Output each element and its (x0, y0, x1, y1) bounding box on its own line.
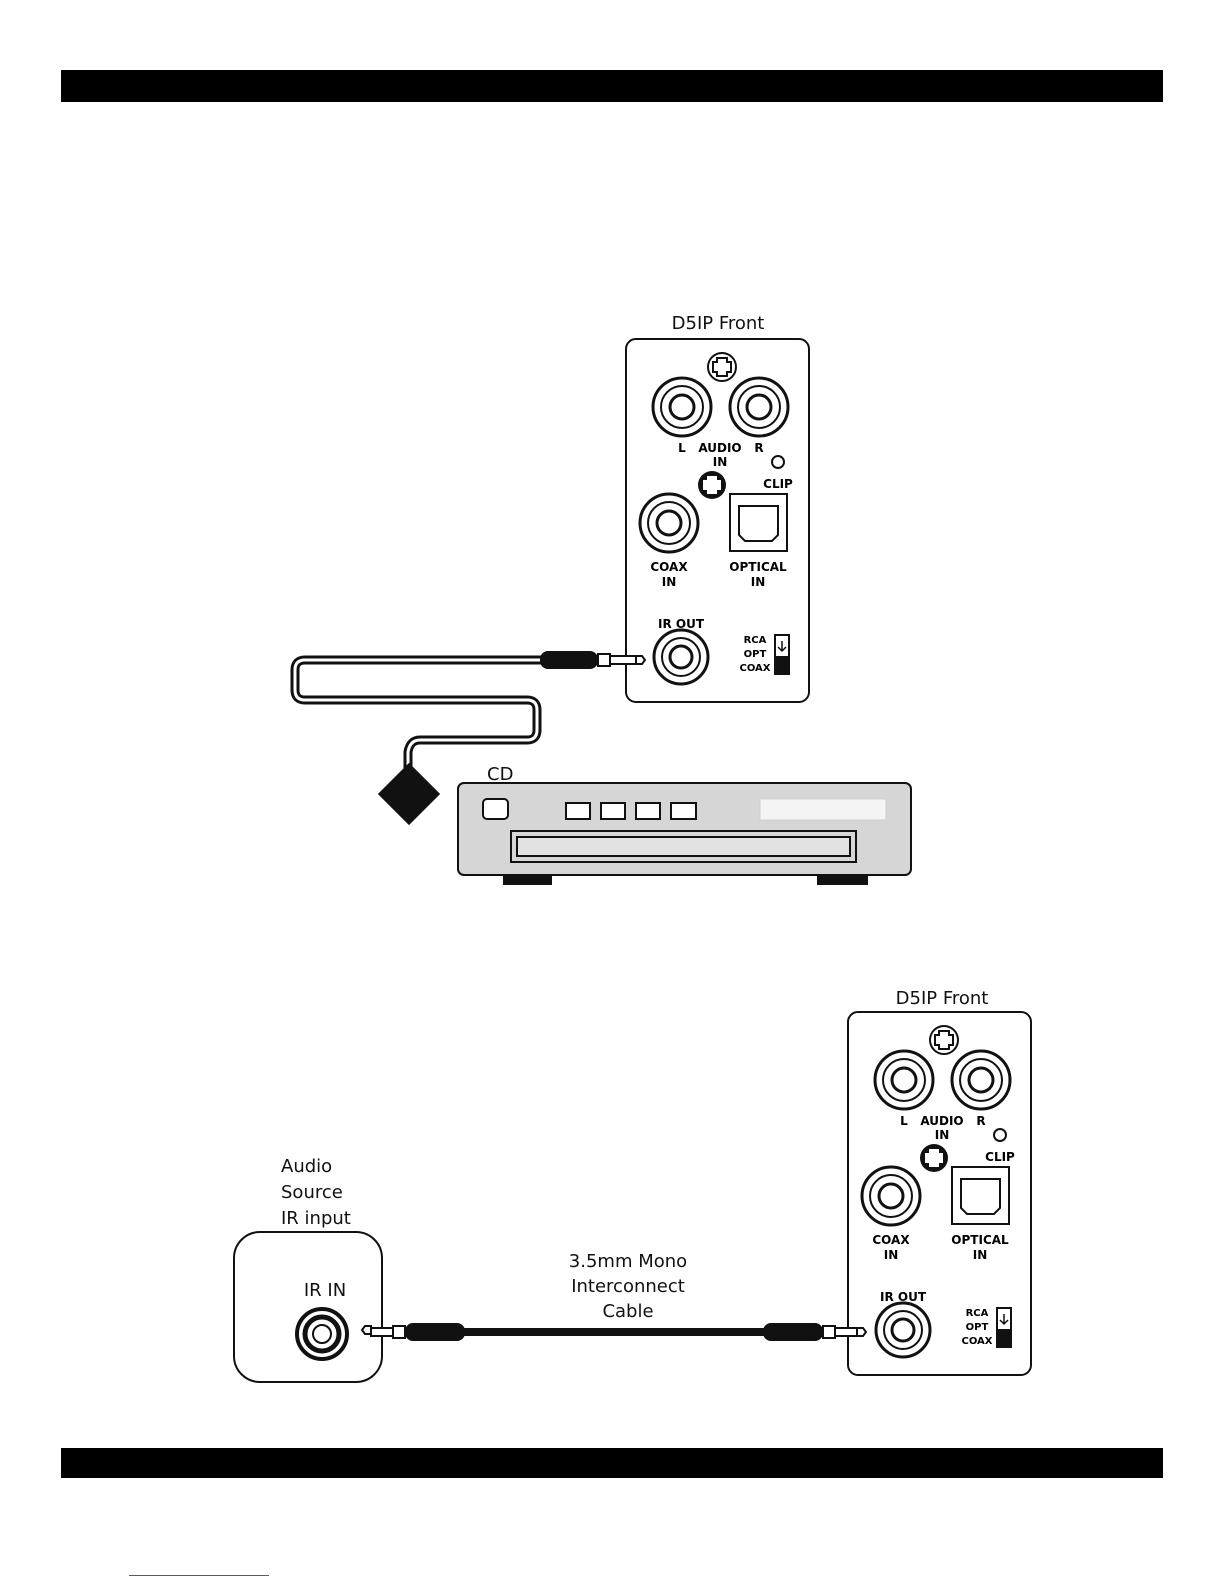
d5ip-front-panel: L AUDIO IN R CLIP COAX IN OPTICAL IN IR … (848, 1012, 1031, 1375)
cd-foot-right (817, 875, 868, 885)
optical-in-label: IN (751, 575, 766, 589)
left-label: L (900, 1114, 908, 1128)
ir-emitter (378, 763, 440, 825)
switch-label-opt: OPT (966, 1322, 989, 1333)
right-label: R (754, 441, 763, 455)
ir-out-label: IR OUT (658, 617, 705, 631)
cd-label: CD (487, 764, 513, 785)
cd-foot-left (503, 875, 552, 885)
clip-label: CLIP (985, 1150, 1015, 1164)
ir-in-label: IR IN (304, 1280, 346, 1301)
audio-source-box (234, 1232, 382, 1382)
coax-in-label: IN (662, 575, 677, 589)
cd-button-1 (566, 803, 590, 819)
ir-out-label: IR OUT (880, 1290, 927, 1304)
diagram-1: D5IP Front L AUDIO IN R CLIP COAX IN OPT… (295, 313, 911, 885)
cd-power-button (483, 799, 508, 819)
left-label: L (678, 441, 686, 455)
switch-label-coax: COAX (961, 1336, 992, 1347)
mono-interconnect-cable: 3.5mm Mono Interconnect Cable (362, 1251, 866, 1341)
audio-source: Audio Source IR input IR IN (234, 1156, 382, 1382)
ir-in-jack (297, 1309, 347, 1359)
panel-title: D5IP Front (896, 988, 989, 1009)
right-label: R (976, 1114, 985, 1128)
panel-title: D5IP Front (672, 313, 765, 334)
switch-label-rca: RCA (966, 1308, 989, 1319)
optical-label: OPTICAL (951, 1233, 1009, 1247)
coax-label: COAX (872, 1233, 910, 1247)
optical-label: OPTICAL (729, 560, 787, 574)
cable-label-line-3: Cable (602, 1301, 653, 1322)
coax-in-label: IN (884, 1248, 899, 1262)
clip-label: CLIP (763, 477, 793, 491)
switch-label-rca: RCA (744, 635, 767, 646)
d5ip-front-panel: L AUDIO IN R CLIP COAX IN OPTICAL IN IR … (626, 339, 809, 702)
coax-label: COAX (650, 560, 688, 574)
audio-in-label: IN (935, 1128, 950, 1142)
diagram-2: D5IP Front L AUDIO IN R CLIP COAX IN OPT… (234, 988, 1031, 1382)
switch-label-opt: OPT (744, 649, 767, 660)
cable-label-line-1: 3.5mm Mono (569, 1251, 687, 1272)
cable-label-line-2: Interconnect (571, 1276, 685, 1297)
audio-in-label: IN (713, 455, 728, 469)
optical-in-label: IN (973, 1248, 988, 1262)
cd-player: CD (458, 764, 911, 885)
source-label-line-3: IR input (281, 1208, 351, 1229)
source-label-line-2: Source (281, 1182, 343, 1203)
audio-label: AUDIO (698, 441, 741, 455)
cd-button-3 (636, 803, 660, 819)
source-label-line-1: Audio (281, 1156, 332, 1177)
cd-button-4 (671, 803, 696, 819)
cd-button-2 (601, 803, 625, 819)
audio-label: AUDIO (920, 1114, 963, 1128)
cd-display (760, 799, 886, 820)
switch-label-coax: COAX (739, 663, 770, 674)
